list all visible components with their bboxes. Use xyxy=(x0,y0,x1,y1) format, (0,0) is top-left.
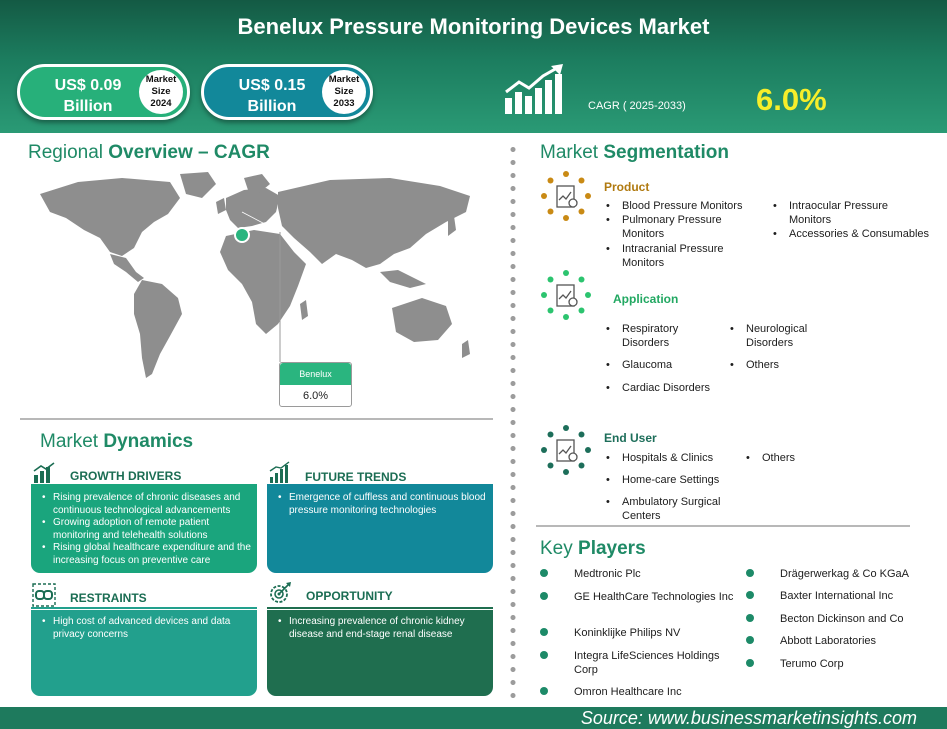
list-item: Medtronic Plc xyxy=(574,568,641,580)
list-item: Drägerwerkag & Co KGaA xyxy=(780,568,909,580)
opportunity-title: OPPORTUNITY xyxy=(306,589,393,603)
list-item: Others xyxy=(745,451,835,465)
list-item: Others xyxy=(729,358,839,372)
bar-chart-icon xyxy=(33,462,55,483)
list-item: Intraocular Pressure Monitors xyxy=(772,199,912,227)
gear-document-icon xyxy=(541,171,591,221)
future-trends-box: Emergence of cuffless and continuous blo… xyxy=(267,486,493,573)
list-item: Accessories & Consumables xyxy=(772,227,947,241)
market-size-2024-value: US$ 0.09 Billion xyxy=(54,77,122,115)
list-item: Koninklijke Philips NV xyxy=(574,627,681,639)
list-item: Ambulatory Surgical Centers xyxy=(605,495,730,523)
application-title: Application xyxy=(613,292,679,306)
list-item: Emergence of cuffless and continuous blo… xyxy=(277,492,487,517)
product-title: Product xyxy=(604,180,650,194)
section-divider xyxy=(20,418,493,420)
list-item: Glaucoma xyxy=(605,358,715,372)
region-cagr-value: 6.0% xyxy=(302,390,329,402)
list-item: Abbott Laboratories xyxy=(780,635,877,647)
list-item: Pulmonary Pressure Monitors xyxy=(605,213,745,241)
target-gear-icon xyxy=(270,582,291,603)
column-separator xyxy=(510,143,516,703)
gear-document-icon xyxy=(541,270,591,320)
list-item: Omron Healthcare Inc xyxy=(574,686,682,698)
future-trends-title: FUTURE TRENDS xyxy=(305,470,407,484)
section-divider xyxy=(536,525,910,527)
market-size-2033-pill: US$ 0.15 Billion Market Size 2033 xyxy=(201,64,373,120)
broken-link-icon xyxy=(32,583,56,607)
gear-document-icon xyxy=(541,425,591,475)
world-map xyxy=(40,172,470,378)
cagr-value: 6.0% xyxy=(756,82,827,117)
footer-bar: Source: www.businessmarketinsights.com xyxy=(0,707,947,729)
list-item: Neurological Disorders xyxy=(729,322,839,350)
header-banner: Benelux Pressure Monitoring Devices Mark… xyxy=(0,0,947,133)
list-item: Rising prevalence of chronic diseases an… xyxy=(41,492,251,517)
trend-bars-icon xyxy=(269,461,290,483)
region-name: Benelux xyxy=(280,363,351,385)
list-item: Respiratory Disorders xyxy=(605,322,715,350)
list-item: Baxter International Inc xyxy=(780,590,894,602)
list-item: Integra LifeSciences Holdings Corp xyxy=(574,650,720,676)
market-size-2033-label: Market Size 2033 xyxy=(322,70,366,114)
list-item: Becton Dickinson and Co xyxy=(780,613,904,625)
growth-drivers-title: GROWTH DRIVERS xyxy=(70,469,182,483)
list-item: Growing adoption of remote patient monit… xyxy=(41,517,251,542)
market-size-2024-label: Market Size 2024 xyxy=(139,70,183,114)
list-item: Cardiac Disorders xyxy=(605,381,735,395)
market-size-2024-pill: US$ 0.09 Billion Market Size 2024 xyxy=(17,64,190,120)
market-size-2033-value: US$ 0.15 Billion xyxy=(238,77,306,115)
list-item: High cost of advanced devices and data p… xyxy=(41,616,251,641)
market-segmentation-heading: Market Segmentation xyxy=(540,142,729,163)
cagr-label: CAGR ( 2025-2033) xyxy=(588,100,686,112)
list-item: Home-care Settings xyxy=(605,473,735,487)
opportunity-box: Increasing prevalence of chronic kidney … xyxy=(267,610,493,696)
list-item: Blood Pressure Monitors xyxy=(605,199,760,213)
page-title: Benelux Pressure Monitoring Devices Mark… xyxy=(237,14,710,39)
list-item: Increasing prevalence of chronic kidney … xyxy=(277,616,487,641)
end-user-title: End User xyxy=(604,431,657,445)
list-item: Intracranial Pressure Monitors xyxy=(605,242,745,270)
market-dynamics-heading: Market Dynamics xyxy=(40,431,194,452)
source-link[interactable]: Source: www.businessmarketinsights.com xyxy=(580,708,917,728)
regional-overview-heading: Regional Overview – CAGR xyxy=(28,142,270,163)
list-item: Terumo Corp xyxy=(780,658,844,670)
list-item: GE HealthCare Technologies Inc xyxy=(574,591,734,603)
list-item: Hospitals & Clinics xyxy=(605,451,735,465)
growth-drivers-box: Rising prevalence of chronic diseases an… xyxy=(31,486,257,573)
key-players-heading: Key Players xyxy=(540,538,646,559)
region-callout: Benelux 6.0% xyxy=(279,362,352,407)
restraints-title: RESTRAINTS xyxy=(70,591,147,605)
list-item: Rising global healthcare expenditure and… xyxy=(41,542,251,567)
growth-chart-icon xyxy=(505,64,563,114)
restraints-box: High cost of advanced devices and data p… xyxy=(31,610,257,696)
